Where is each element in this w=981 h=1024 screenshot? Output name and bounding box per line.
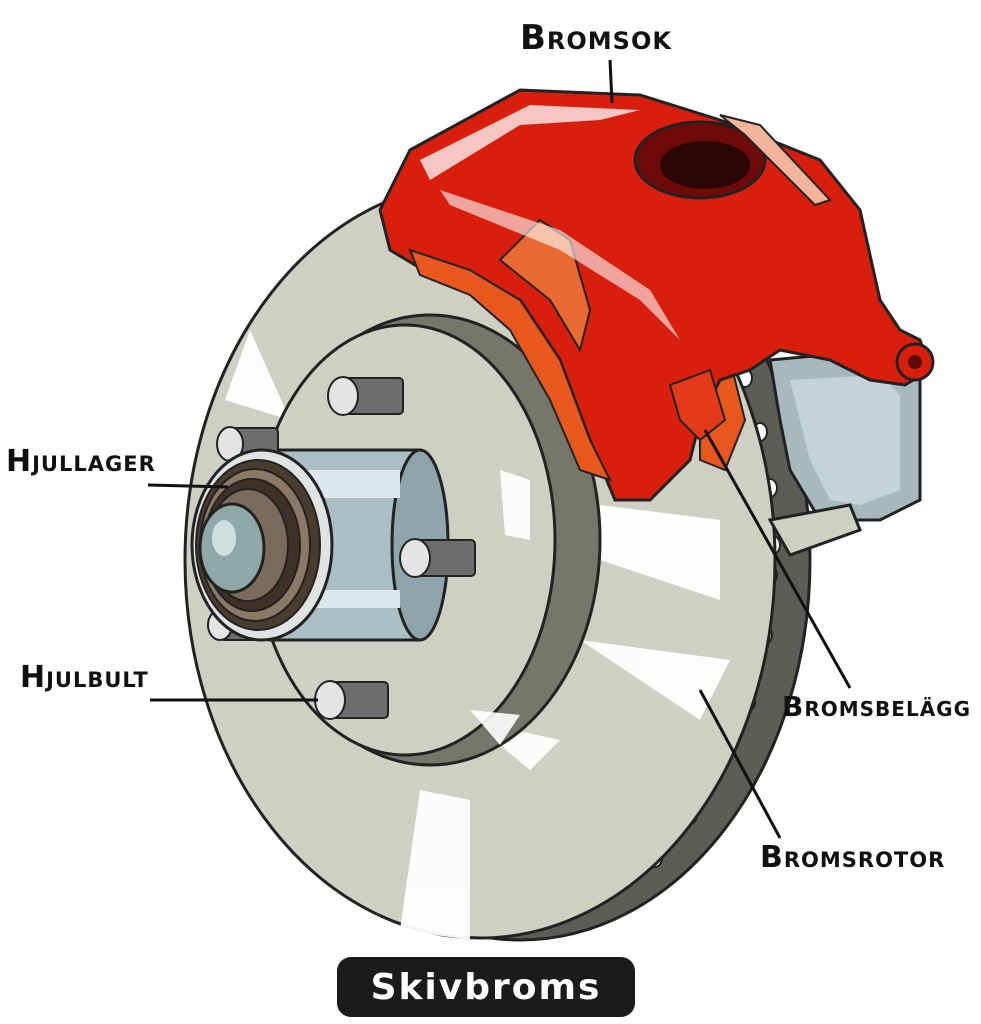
leader-lines bbox=[147, 59, 852, 839]
leader-line-bromsrotor bbox=[698, 689, 782, 839]
label-wheel-bearing: Hjullager bbox=[6, 444, 156, 479]
label-caliper: Bromsok bbox=[520, 18, 672, 58]
label-rotor: Bromsrotor bbox=[760, 840, 946, 875]
brake-caliper bbox=[378, 88, 935, 502]
wheel-bearing bbox=[190, 448, 334, 642]
wheel-stud bbox=[327, 376, 404, 416]
leader-line-bromsok bbox=[608, 59, 614, 104]
leader-line-bromsbelagg bbox=[703, 429, 852, 689]
wheel-studs bbox=[207, 376, 476, 720]
brake-pad-bracket bbox=[767, 348, 922, 557]
leader-line-hjullager bbox=[147, 483, 229, 489]
title-badge: Skivbroms bbox=[337, 957, 635, 1017]
wheel-stud bbox=[314, 680, 389, 720]
diagram-title: Skivbroms bbox=[370, 966, 602, 1008]
wheel-stud bbox=[399, 538, 476, 578]
label-wheel-stud: Hjulbult bbox=[20, 660, 149, 695]
label-brake-pads: Bromsbelägg bbox=[782, 690, 972, 723]
